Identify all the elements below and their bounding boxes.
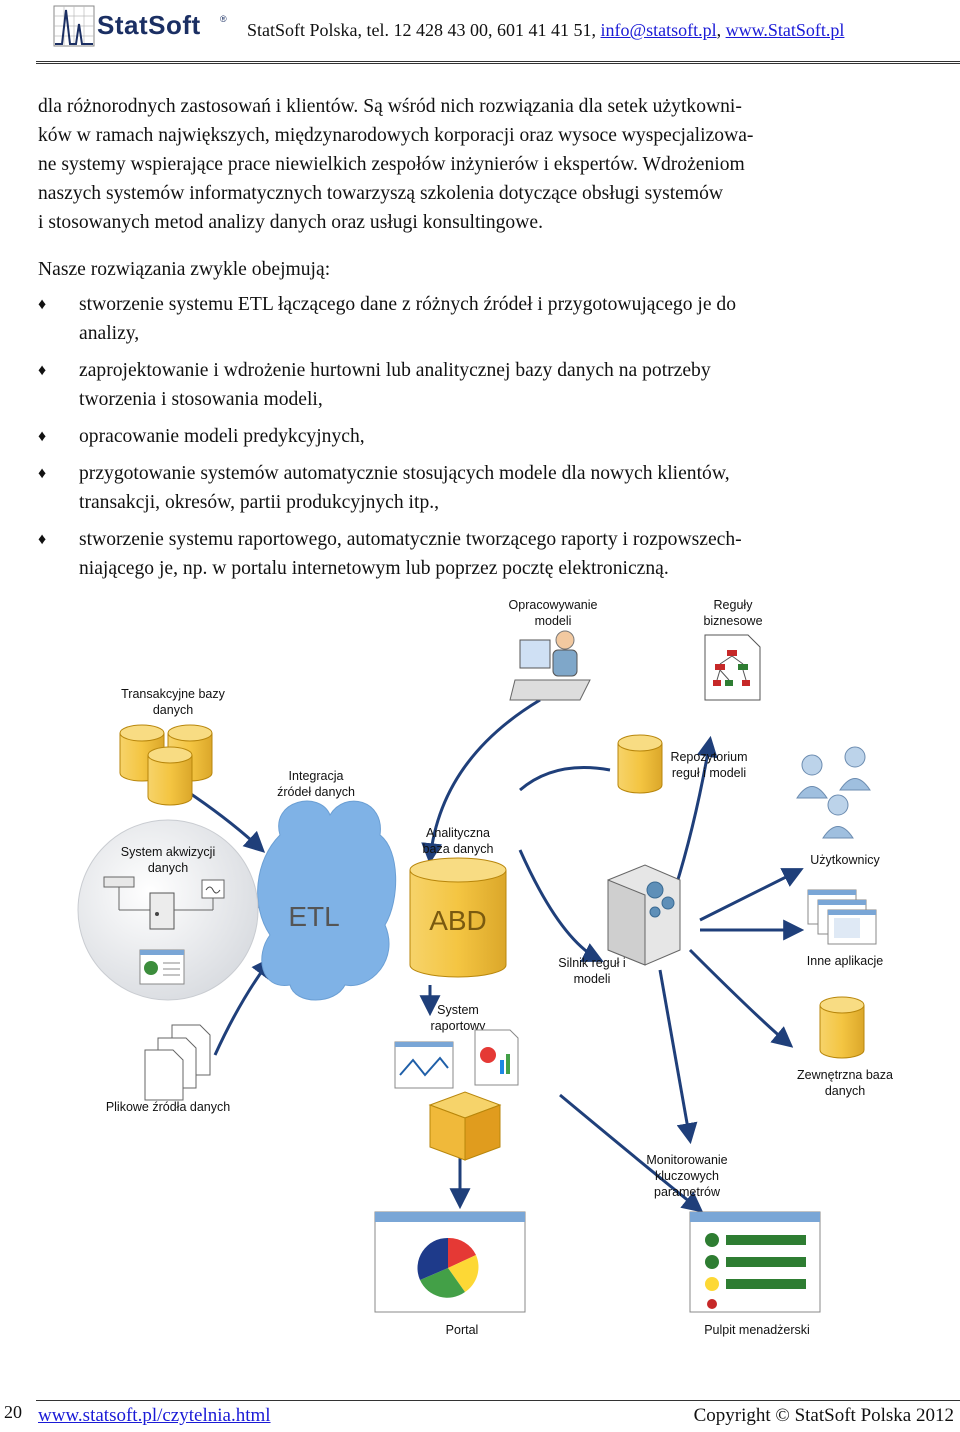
contact-separator: , — [716, 20, 726, 40]
diamond-bullet-icon: ♦ — [38, 531, 47, 548]
label-repozytorium-line2: reguł i modeli — [672, 766, 746, 780]
list-item-text: stworzenie systemu raportowego, automaty… — [79, 525, 956, 583]
email-link[interactable]: info@statsoft.pl — [600, 20, 717, 40]
label-zewnetrzna-line1: Zewnętrzna baza — [797, 1068, 893, 1082]
file-sources-icon — [144, 1024, 211, 1101]
architecture-diagram: Opracowywanie modeli Reguły biznesowe Tr… — [77, 598, 893, 1337]
label-integracja-line1: Integracja — [289, 769, 344, 783]
other-applications-icon — [807, 889, 877, 945]
paragraph-line: ków w ramach największych, międzynarodow… — [38, 125, 754, 146]
label-zewnetrzna-line2: danych — [825, 1084, 865, 1098]
paragraph-line: ne systemy wspierające prace niewielkich… — [38, 154, 745, 175]
diamond-bullet-icon: ♦ — [38, 296, 47, 313]
label-transakcyjne-line1: Transakcyjne bazy — [121, 687, 225, 701]
list-item-line: transakcji, okresów, partii produkcyjnyc… — [79, 492, 440, 513]
paragraph-line: naszych systemów informatycznych towarzy… — [38, 183, 724, 204]
list-item-text: opracowanie modeli predykcyjnych, — [79, 422, 956, 451]
label-silnik-line1: Silnik reguł i — [558, 956, 625, 970]
label-opracowywanie-line2: modeli — [535, 614, 572, 628]
diamond-bullet-icon: ♦ — [38, 362, 47, 379]
label-portal: Portal — [446, 1323, 479, 1337]
label-transakcyjne-line2: danych — [153, 703, 193, 717]
page-header: StatSoft ® StatSoft Polska, tel. 12 428 … — [0, 0, 960, 60]
label-integracja-line2: źródeł danych — [277, 785, 355, 799]
transactional-databases-icon — [119, 724, 213, 806]
label-akwizycji-line2: danych — [148, 861, 188, 875]
portal-window-icon — [374, 1211, 526, 1313]
website-link[interactable]: www.StatSoft.pl — [725, 20, 845, 40]
etl-cloud — [257, 800, 397, 1001]
repository-database-icon — [617, 734, 663, 794]
list-item-line: stworzenie systemu raportowego, automaty… — [79, 529, 742, 550]
copyright: Copyright © StatSoft Polska 2012 — [693, 1405, 954, 1426]
label-reguly-line1: Reguły — [714, 598, 754, 612]
list-item-text: przygotowanie systemów automatycznie sto… — [79, 459, 956, 517]
statsoft-logo — [53, 5, 95, 47]
label-akwizycji-line1: System akwizycji — [121, 845, 215, 859]
contact-text: StatSoft Polska, tel. 12 428 43 00, 601 … — [247, 20, 601, 40]
label-uzytkownicy: Użytkownicy — [810, 853, 880, 867]
footer-link[interactable]: www.statsoft.pl/czytelnia.html — [38, 1405, 271, 1426]
list-item-text: zaprojektowanie i wdrożenie hurtowni lub… — [79, 356, 956, 414]
external-database-icon — [819, 996, 865, 1059]
rules-engine-server-icon — [607, 864, 681, 966]
paragraph-line: i stosowanych metod analizy danych oraz … — [38, 212, 543, 233]
logo-registered-mark: ® — [220, 14, 227, 24]
business-rules-document-icon — [704, 634, 761, 701]
label-monitorowanie-line1: Monitorowanie — [646, 1153, 727, 1167]
label-monitorowanie-line3: parametrów — [654, 1185, 721, 1199]
label-pulpit: Pulpit menadżerski — [704, 1323, 810, 1337]
olap-cube-icon — [428, 1091, 502, 1161]
label-plikowe: Plikowe źródła danych — [106, 1100, 230, 1114]
label-raportowy-line1: System — [437, 1003, 479, 1017]
header-divider — [36, 61, 960, 64]
analyst-icon — [509, 630, 591, 701]
acquisition-devices-icon — [103, 876, 225, 985]
solutions-intro: Nasze rozwiązania zwykle obejmują: — [38, 259, 331, 280]
list-item-line: stworzenie systemu ETL łączącego dane z … — [79, 294, 737, 315]
label-analityczna-line2: baza danych — [423, 842, 494, 856]
header-contact: StatSoft Polska, tel. 12 428 43 00, 601 … — [247, 20, 844, 41]
label-analityczna-line1: Analityczna — [426, 826, 490, 840]
intro-paragraph: dla różnorodnych zastosowań i klientów. … — [38, 92, 956, 237]
diamond-bullet-icon: ♦ — [38, 428, 47, 445]
abd-label: ABD — [429, 905, 487, 936]
label-opracowywanie-line1: Opracowywanie — [509, 598, 598, 612]
logo-text: StatSoft — [97, 10, 201, 40]
list-item-line: zaprojektowanie i wdrożenie hurtowni lub… — [79, 360, 711, 381]
diamond-bullet-icon: ♦ — [38, 465, 47, 482]
list-item-text: stworzenie systemu ETL łączącego dane z … — [79, 290, 956, 348]
label-inne: Inne aplikacje — [807, 954, 883, 968]
analytical-database-icon — [409, 857, 507, 978]
list-item-line: przygotowanie systemów automatycznie sto… — [79, 463, 730, 484]
list-item-line: opracowanie modeli predykcyjnych, — [79, 426, 365, 447]
dashboard-window-icon — [689, 1211, 821, 1313]
list-item-line: tworzenia i stosowania modeli, — [79, 389, 323, 410]
paragraph-line: dla różnorodnych zastosowań i klientów. … — [38, 96, 742, 117]
label-monitorowanie-line2: kluczowych — [655, 1169, 719, 1183]
page-number: 20 — [4, 1402, 22, 1422]
list-item-line: analizy, — [79, 323, 140, 344]
reporting-system-icon — [394, 1029, 519, 1089]
users-icon — [796, 746, 871, 839]
label-reguly-line2: biznesowe — [703, 614, 762, 628]
label-raportowy-line2: raportowy — [431, 1019, 487, 1033]
label-silnik-line2: modeli — [574, 972, 611, 986]
etl-label: ETL — [288, 901, 339, 932]
footer-divider — [36, 1400, 960, 1401]
list-item-line: niającego je, np. w portalu internetowym… — [79, 558, 669, 579]
label-repozytorium-line1: Repozytorium — [670, 750, 747, 764]
